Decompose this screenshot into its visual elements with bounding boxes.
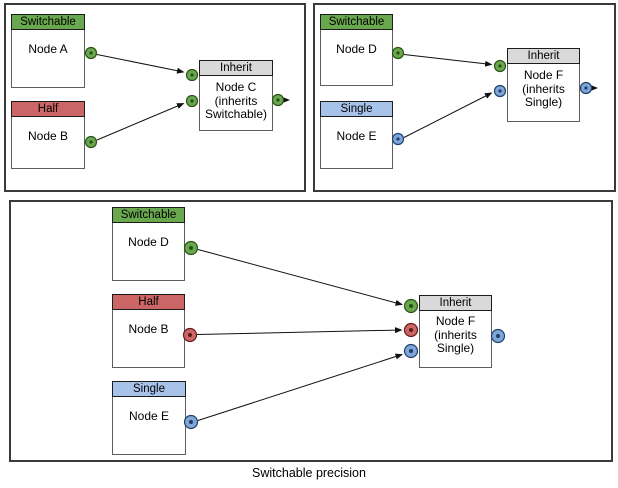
node-d-title: Node D: [336, 42, 377, 56]
node-f-bottom-line-2: (inherits: [434, 327, 477, 342]
node-c-line-3: Switchable): [204, 107, 268, 121]
node-b-bottom: Half Node B: [112, 294, 185, 368]
node-e-bottom-header: Single: [112, 381, 186, 397]
node-d-bottom: Switchable Node D: [112, 207, 185, 281]
panel-top-right: Switchable Node D Single Node E Inherit …: [313, 3, 616, 192]
caption: Switchable precision: [252, 466, 366, 480]
node-f: Inherit Node F (inherits Single): [507, 48, 580, 122]
node-f-bottom: Inherit Node F (inherits Single): [419, 295, 492, 368]
node-f-bottom-title: Node F (inherits Single): [420, 311, 491, 356]
node-c-title: Node C (inherits Switchable): [200, 76, 272, 122]
panel-bottom: Switchable Node D Half Node B Single Nod…: [9, 200, 613, 462]
node-f-bottom-line-1: Node F: [435, 314, 476, 328]
node-f-line-2: (inherits: [522, 81, 565, 96]
node-e-bottom-title: Node E: [128, 409, 170, 423]
node-f-line-3: Single): [524, 95, 563, 109]
node-b-bottom-header: Half: [112, 294, 185, 310]
node-f-bottom-header: Inherit: [419, 295, 492, 311]
node-c-line-1: Node C: [215, 80, 257, 94]
node-e: Single Node E: [320, 101, 393, 169]
node-c-header: Inherit: [199, 60, 273, 76]
node-d-bottom-header: Switchable: [112, 207, 185, 223]
node-f-header: Inherit: [507, 48, 580, 64]
node-e-title: Node E: [336, 129, 377, 143]
node-f-title: Node F (inherits Single): [508, 64, 579, 110]
node-a-header: Switchable: [11, 14, 85, 30]
node-d: Switchable Node D: [320, 14, 393, 86]
node-b-header: Half: [11, 101, 85, 117]
node-a: Switchable Node A: [11, 14, 85, 88]
node-b-title: Node B: [27, 129, 69, 143]
node-c: Inherit Node C (inherits Switchable): [199, 60, 273, 131]
node-e-header: Single: [320, 101, 393, 117]
node-a-title: Node A: [28, 42, 68, 56]
node-e-bottom: Single Node E: [112, 381, 186, 455]
node-b-bottom-title: Node B: [128, 322, 169, 336]
node-b: Half Node B: [11, 101, 85, 169]
node-f-line-1: Node F: [523, 68, 564, 82]
node-f-bottom-line-3: Single): [436, 341, 475, 355]
node-d-header: Switchable: [320, 14, 393, 30]
panel-top-left: Switchable Node A Half Node B Inherit No…: [4, 3, 306, 192]
node-d-bottom-title: Node D: [128, 235, 169, 249]
node-c-line-2: (inherits: [214, 93, 258, 108]
